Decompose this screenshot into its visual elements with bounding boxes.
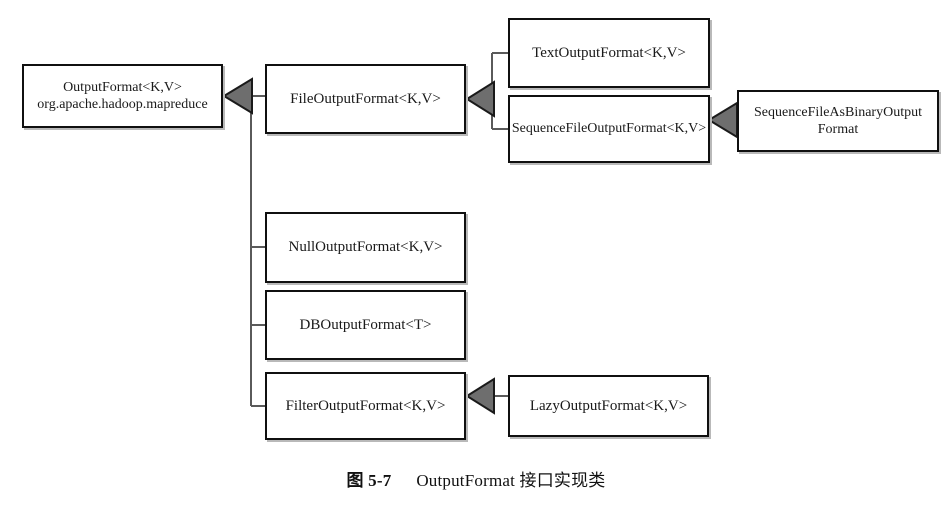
node-filter-output-format-label: FilterOutputFormat<K,V> bbox=[285, 397, 446, 414]
figure-caption-text: OutputFormat 接口实现类 bbox=[416, 471, 606, 490]
node-sequence-file-output-format[interactable]: SequenceFileOutputFormat<K,V> bbox=[508, 95, 710, 163]
figure-caption-number: 5-7 bbox=[368, 471, 392, 490]
node-file-output-format-label: FileOutputFormat<K,V> bbox=[290, 90, 441, 107]
node-sequence-file-as-binary-output-format-label: SequenceFileAsBinaryOutput Format bbox=[754, 104, 922, 138]
node-null-output-format-label: NullOutputFormat<K,V> bbox=[288, 239, 443, 256]
node-sequence-file-as-binary-output-format[interactable]: SequenceFileAsBinaryOutput Format bbox=[737, 90, 939, 152]
node-db-output-format[interactable]: DBOutputFormat<T> bbox=[265, 290, 466, 360]
figure-caption: 图 5-7 OutputFormat 接口实现类 bbox=[0, 466, 952, 491]
arrowhead-to-file-output-format bbox=[465, 80, 495, 118]
node-db-output-format-label: DBOutputFormat<T> bbox=[299, 316, 432, 333]
node-lazy-output-format[interactable]: LazyOutputFormat<K,V> bbox=[508, 375, 709, 437]
node-filter-output-format[interactable]: FilterOutputFormat<K,V> bbox=[265, 372, 466, 440]
node-sequence-file-output-format-label: SequenceFileOutputFormat<K,V> bbox=[511, 121, 707, 137]
arrowhead-to-sequence-file-output-format bbox=[707, 101, 738, 139]
edge-group-root bbox=[250, 95, 265, 407]
figure-caption-prefix: 图 bbox=[346, 471, 364, 490]
node-output-format[interactable]: OutputFormat<K,V> org.apache.hadoop.mapr… bbox=[22, 64, 223, 128]
arrowhead-to-filter-output-format bbox=[465, 377, 495, 415]
node-text-output-format-label: TextOutputFormat<K,V> bbox=[532, 44, 686, 61]
arrowhead-to-output-format bbox=[222, 77, 253, 115]
node-lazy-output-format-label: LazyOutputFormat<K,V> bbox=[529, 397, 688, 414]
edge-group-file-output-format bbox=[479, 52, 508, 130]
node-file-output-format[interactable]: FileOutputFormat<K,V> bbox=[265, 64, 466, 134]
node-output-format-label: OutputFormat<K,V> org.apache.hadoop.mapr… bbox=[37, 79, 208, 113]
node-text-output-format[interactable]: TextOutputFormat<K,V> bbox=[508, 18, 710, 88]
node-null-output-format[interactable]: NullOutputFormat<K,V> bbox=[265, 212, 466, 283]
